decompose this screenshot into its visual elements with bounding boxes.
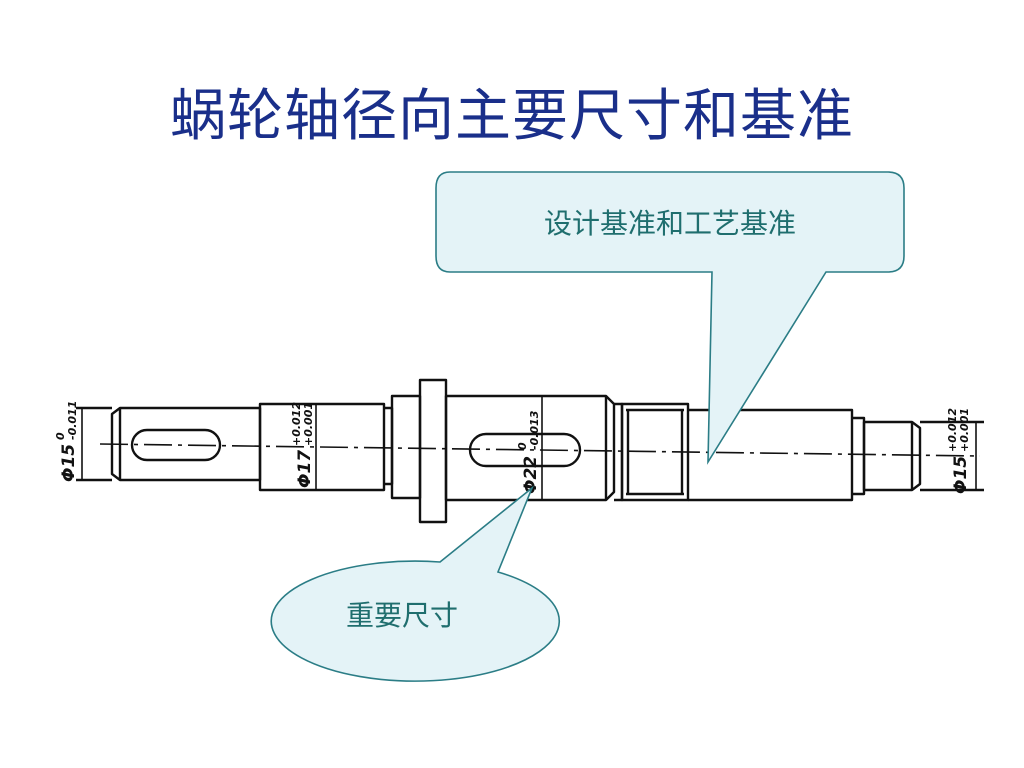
dim-left-15-upper: 0: [54, 432, 67, 440]
dim-step-17-upper: +0.012: [290, 402, 303, 446]
dim-main-22-lower: -0.013: [528, 410, 541, 450]
dim-right-15-symbol: Φ15: [951, 456, 971, 494]
dim-main-22-upper: 0: [516, 442, 529, 450]
dim-right-15-upper: +0.012: [946, 408, 959, 452]
dim-right-15-lower: +0.001: [958, 408, 971, 452]
callout-top-bubble: [435, 171, 905, 465]
shaft-collar-base: [390, 394, 422, 500]
dim-left-15-lower: -0.011: [66, 401, 79, 440]
dim-step-17-lower: +0.001: [302, 402, 315, 446]
callout-bottom-bubble: [270, 485, 561, 682]
slide-title: 蜗轮轴径向主要尺寸和基准: [170, 84, 854, 149]
dim-left-15-symbol: Φ15: [59, 444, 79, 482]
shaft-step-17: [258, 402, 386, 492]
middle-keyway: [468, 432, 582, 468]
callout-top-text: 设计基准和工艺基准: [543, 207, 796, 240]
dim-step-17-symbol: Φ17: [295, 450, 315, 488]
left-keyway: [130, 428, 222, 462]
callout-bottom-text: 重要尺寸: [345, 599, 458, 632]
shaft-center-line: [99, 443, 981, 457]
shaft-right-shoulder: [852, 416, 866, 496]
dim-main-22-symbol: Φ22: [521, 456, 541, 494]
shaft-collar: [418, 378, 448, 524]
